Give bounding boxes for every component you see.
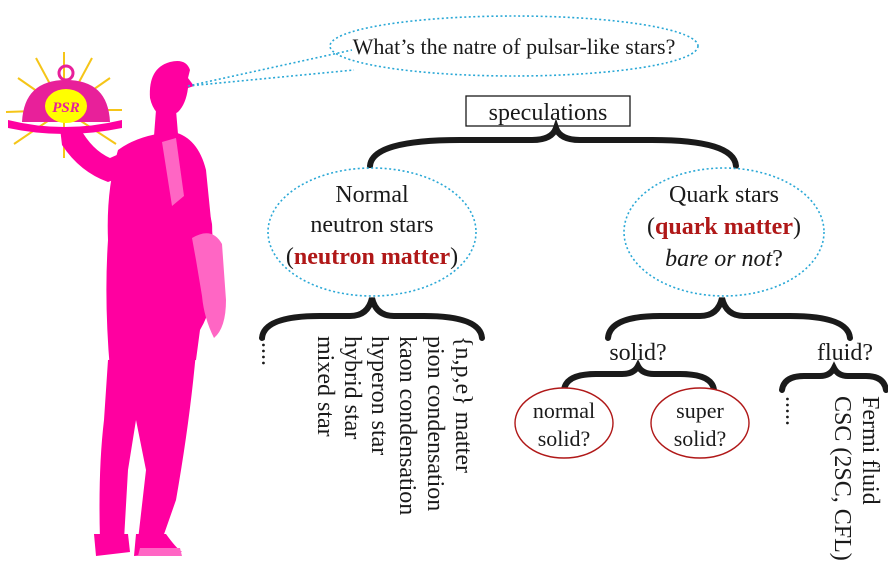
neutron-line1: Normal xyxy=(335,182,409,208)
waiter-figure: PSR xyxy=(5,52,226,556)
speech-bubble: What’s the natre of pulsar-like stars? xyxy=(187,15,699,87)
fluid-model-1: Fermi fluid xyxy=(857,396,883,505)
neutron-model-5: hybrid star xyxy=(339,336,365,439)
neutron-model-1: {n,p,e} matter xyxy=(450,336,476,473)
quark-line3: bare or not? xyxy=(665,246,783,272)
bare-or-not-label: bare or not xyxy=(665,246,773,272)
solid-brace xyxy=(561,359,717,393)
normal-solid-bubble xyxy=(514,387,614,459)
psr-badge xyxy=(45,89,87,123)
fluid-brace xyxy=(779,361,888,393)
fluid-model-list: Fermi fluid CSC (2SC, CFL) ..... xyxy=(780,396,883,561)
neutron-line3: (neutron matter) xyxy=(286,244,458,270)
neutron-bubble xyxy=(267,167,477,297)
neutron-model-6: mixed star xyxy=(312,336,338,437)
quark-brace xyxy=(605,297,853,341)
root-box xyxy=(465,95,631,127)
neutron-close-paren: ) xyxy=(450,244,458,270)
normal-solid-line2: solid? xyxy=(538,426,591,451)
fluid-label: fluid? xyxy=(817,340,873,366)
waiter-shoe-highlight xyxy=(138,548,182,556)
neutron-model-2: pion condensation xyxy=(422,336,448,511)
fluid-model-2: CSC (2SC, CFL) xyxy=(829,396,855,561)
psr-badge-label: PSR xyxy=(52,100,80,116)
super-solid-line1: super xyxy=(676,398,724,423)
waiter-head xyxy=(149,61,194,118)
waiter-lapel xyxy=(162,138,184,206)
neutron-matter-label: neutron matter xyxy=(294,244,451,270)
waiter-napkin xyxy=(192,233,226,338)
neutron-model-3: kaon condensation xyxy=(394,336,420,515)
root-label: speculations xyxy=(489,100,608,126)
waiter-neck xyxy=(154,110,178,136)
quark-open-paren: ( xyxy=(647,214,655,240)
bare-or-not-suffix: ? xyxy=(772,246,783,272)
quark-matter-label: quark matter xyxy=(655,214,793,240)
quark-bubble xyxy=(623,167,825,297)
question-bubble xyxy=(329,15,699,77)
neutron-branch: Normal neutron stars (neutron matter) {n… xyxy=(256,167,485,515)
neutron-open-paren: ( xyxy=(286,244,294,270)
neutron-model-ellipsis: ..... xyxy=(256,336,282,366)
neutron-model-list: {n,p,e} matter pion condensation kaon co… xyxy=(256,336,476,515)
bubble-tail xyxy=(187,49,355,87)
neutron-model-4: hyperon star xyxy=(366,336,392,455)
waiter-legs xyxy=(99,352,196,540)
neutron-brace xyxy=(259,297,485,341)
quark-line2: (quark matter) xyxy=(647,214,801,240)
quark-close-paren: ) xyxy=(793,214,801,240)
dome-handle xyxy=(57,64,75,82)
root-brace xyxy=(367,118,739,169)
serving-tray xyxy=(8,120,122,134)
fluid-model-ellipsis: ..... xyxy=(780,396,806,426)
super-solid-bubble xyxy=(650,387,750,459)
quark-line1: Quark stars xyxy=(669,182,779,208)
super-solid-line2: solid? xyxy=(674,426,727,451)
normal-solid-line1: normal xyxy=(533,398,595,423)
quark-branch: Quark stars (quark matter) bare or not? … xyxy=(514,167,888,561)
neutron-line2: neutron stars xyxy=(310,212,433,238)
waiter-left-shoe xyxy=(94,534,130,556)
question-text: What’s the natre of pulsar-like stars? xyxy=(353,34,676,59)
